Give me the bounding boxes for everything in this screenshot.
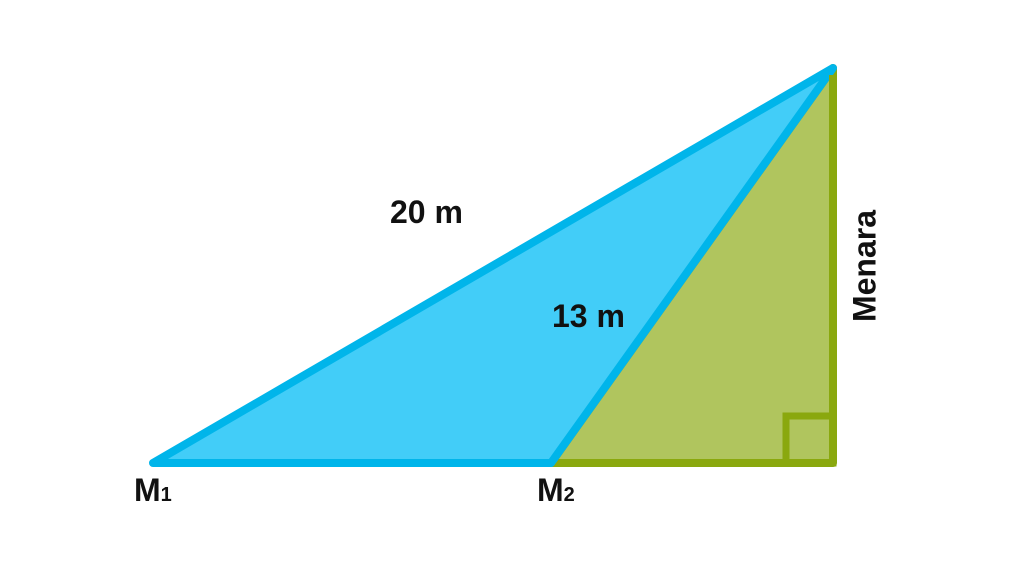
label-13m: 13 m xyxy=(552,298,625,334)
m2-sub: 2 xyxy=(563,484,575,506)
label-m2: M2 xyxy=(537,472,575,509)
m1-sub: 1 xyxy=(160,484,172,506)
m2-letter: M xyxy=(537,472,564,508)
m1-letter: M xyxy=(134,472,161,508)
label-tower: Menara xyxy=(846,209,883,323)
label-20m: 20 m xyxy=(390,194,463,230)
label-m1: M1 xyxy=(134,472,172,509)
blue-triangle xyxy=(149,64,837,467)
